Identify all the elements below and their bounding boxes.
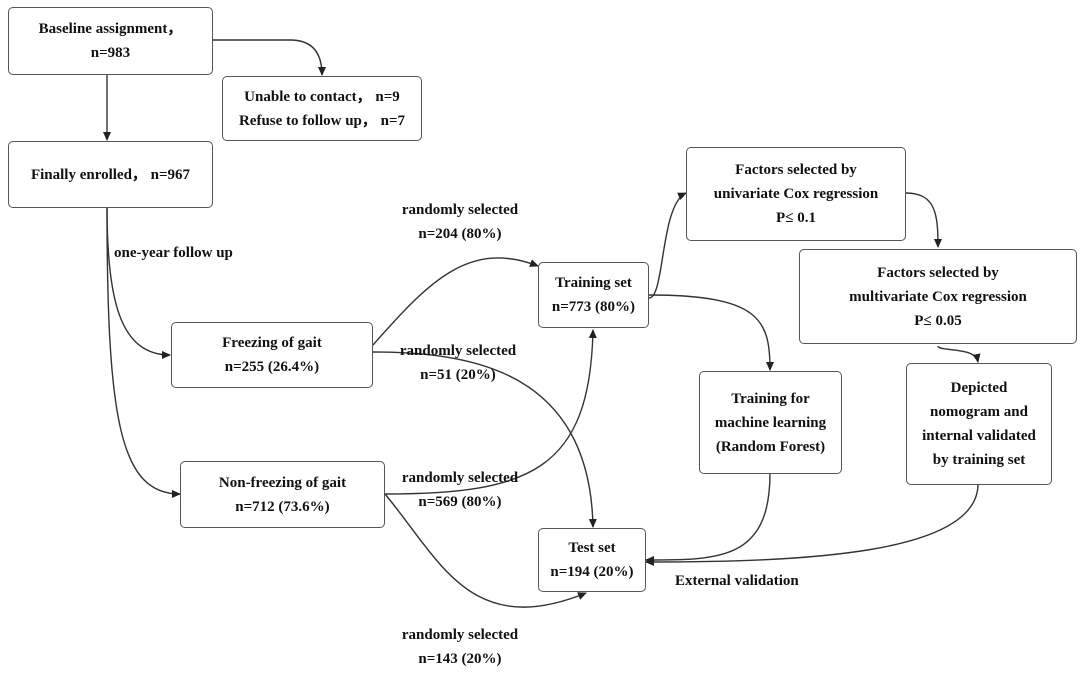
multivariate-line2: multivariate Cox regression bbox=[849, 288, 1027, 305]
label-one-year-follow-up: one-year follow up bbox=[114, 245, 233, 261]
sel1-line2: n=204 (80%) bbox=[418, 226, 502, 242]
box-freezing: Freezing of gait n=255 (26.4%) bbox=[171, 322, 373, 388]
box-nonfreezing: Non-freezing of gait n=712 (73.6%) bbox=[180, 461, 385, 528]
label-randomly-selected-204: randomly selected n=204 (80%) bbox=[390, 198, 530, 246]
test-line2: n=194 (20%) bbox=[550, 564, 634, 580]
box-baseline: Baseline assignment， n=983 bbox=[8, 7, 213, 75]
ml-line1: Training for bbox=[731, 390, 810, 407]
arrow-ml-to-test bbox=[645, 472, 771, 564]
test-line1: Test set bbox=[568, 540, 616, 556]
nonfreezing-line1: Non-freezing of gait bbox=[218, 474, 347, 491]
nomogram-line1: Depicted bbox=[950, 380, 1008, 396]
label-external-validation: External validation bbox=[675, 573, 799, 589]
box-test-set: Test set n=194 (20%) bbox=[538, 528, 646, 592]
box-univariate: Factors selected by univariate Cox regre… bbox=[686, 147, 906, 241]
arrow-training-to-univariate bbox=[648, 192, 687, 299]
nonfreezing-line2: n=712 (73.6%) bbox=[235, 498, 330, 515]
nomogram-line3: internal validated bbox=[922, 428, 1036, 444]
arrow-nonfreezing-to-test bbox=[384, 493, 587, 608]
arrow-nonfreezing-to-training bbox=[384, 329, 597, 495]
box-training-set: Training set n=773 (80%) bbox=[538, 262, 649, 328]
nomogram-line4: by training set bbox=[932, 452, 1026, 468]
baseline-line1: Baseline assignment， bbox=[38, 21, 183, 37]
box-nomogram: Depicted nomogram and internal validated… bbox=[906, 363, 1052, 485]
arrow-freezing-to-training bbox=[372, 257, 539, 346]
univariate-line2: univariate Cox regression bbox=[713, 186, 879, 202]
training-line1: Training set bbox=[555, 275, 632, 291]
sel4-line1: randomly selected bbox=[401, 627, 519, 643]
box-multivariate: Factors selected by multivariate Cox reg… bbox=[799, 249, 1077, 344]
arrow-training-to-ml bbox=[648, 294, 774, 371]
univariate-line1: Factors selected by bbox=[735, 162, 857, 178]
label-randomly-selected-569: randomly selected n=569 (80%) bbox=[390, 466, 530, 514]
box-enrolled: Finally enrolled， n=967 bbox=[8, 141, 213, 208]
arrow-baseline-to-unable bbox=[213, 39, 326, 76]
training-line2: n=773 (80%) bbox=[551, 299, 636, 315]
freezing-line1: Freezing of gait bbox=[222, 335, 322, 351]
sel3-line1: randomly selected bbox=[401, 470, 519, 486]
arrow-multivariate-to-nomogram bbox=[937, 345, 981, 363]
ml-line2: machine learning bbox=[714, 414, 827, 431]
arrow-freezing-to-test bbox=[372, 351, 597, 528]
box-machine-learning: Training for machine learning (Random Fo… bbox=[699, 371, 842, 474]
arrow-nomogram-to-test bbox=[645, 483, 979, 566]
box-unable-refuse: Unable to contact， n=9 Refuse to follow … bbox=[222, 76, 422, 141]
multivariate-line1: Factors selected by bbox=[877, 264, 999, 281]
nomogram-line2: nomogram and bbox=[930, 404, 1028, 420]
label-randomly-selected-51: randomly selected n=51 (20%) bbox=[388, 339, 528, 387]
sel2-line1: randomly selected bbox=[399, 343, 517, 359]
sel1-line1: randomly selected bbox=[401, 202, 519, 218]
baseline-line2: n=983 bbox=[90, 45, 131, 61]
freezing-line2: n=255 (26.4%) bbox=[224, 359, 320, 375]
arrow-enrolled-to-nonfreezing bbox=[106, 206, 181, 498]
multivariate-line3: P≤ 0.05 bbox=[914, 312, 962, 329]
unable-line2: Refuse to follow up， n=7 bbox=[238, 112, 406, 129]
univariate-line3: P≤ 0.1 bbox=[776, 210, 816, 226]
arrow-univariate-to-multivariate bbox=[905, 192, 942, 248]
sel4-line2: n=143 (20%) bbox=[418, 651, 502, 667]
sel2-line2: n=51 (20%) bbox=[420, 367, 496, 383]
arrow-enrolled-to-freezing bbox=[106, 206, 171, 359]
sel3-line2: n=569 (80%) bbox=[418, 494, 502, 510]
label-randomly-selected-143: randomly selected n=143 (20%) bbox=[390, 623, 530, 671]
ml-line3: (Random Forest) bbox=[715, 438, 826, 455]
unable-line1: Unable to contact， n=9 bbox=[244, 88, 400, 105]
enrolled-line1: Finally enrolled， n=967 bbox=[30, 166, 191, 183]
